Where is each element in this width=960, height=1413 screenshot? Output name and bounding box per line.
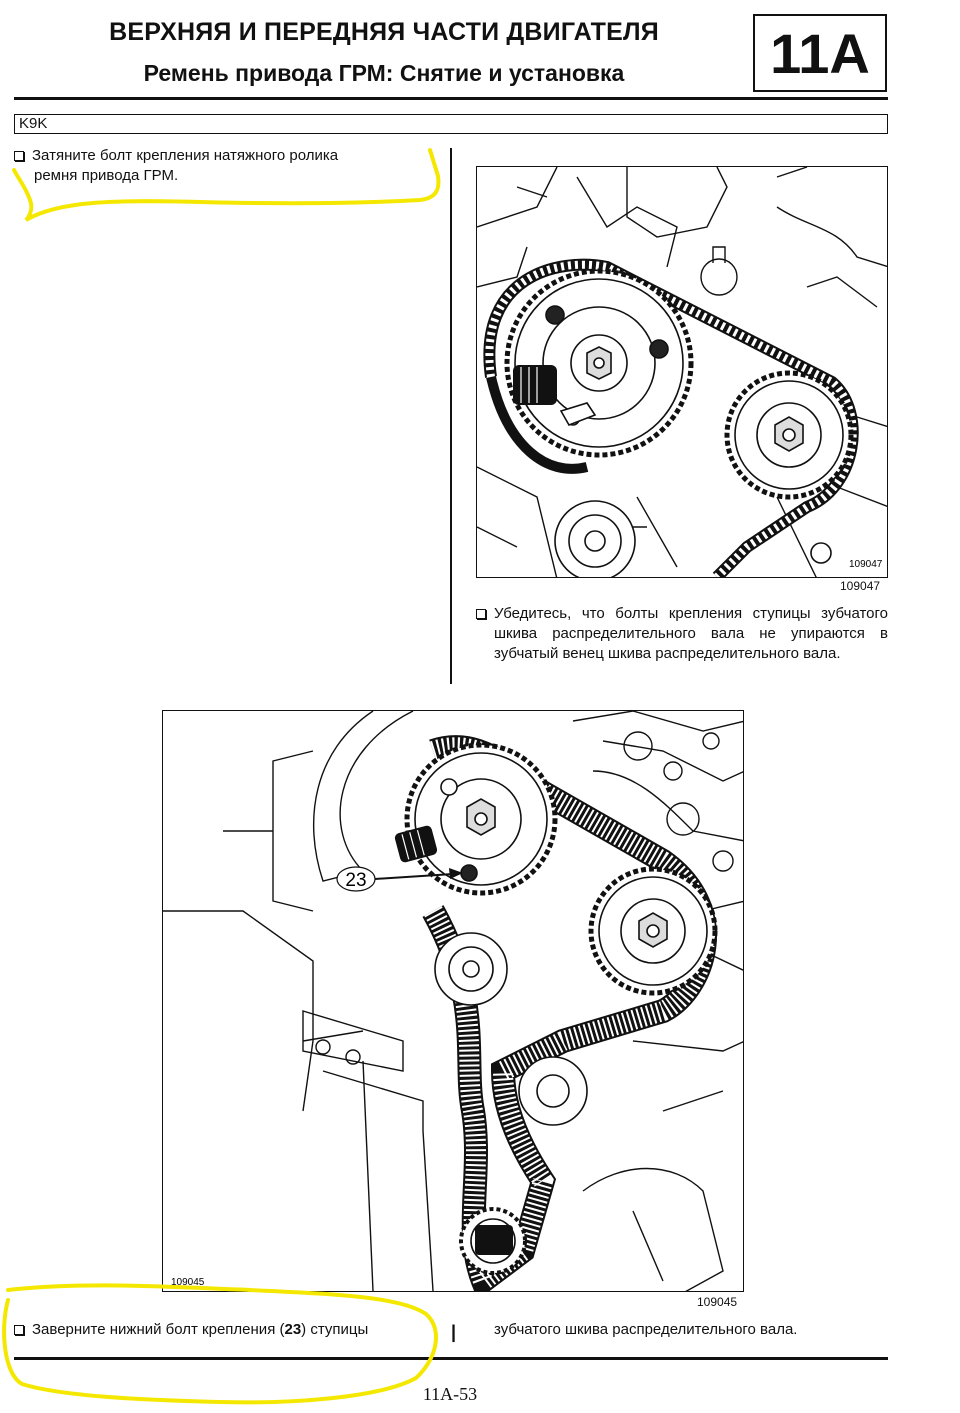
chapter-badge: 11A — [753, 14, 887, 92]
step-text: Заверните нижний болт крепления ( — [32, 1321, 285, 1338]
engine-drawing-bottom: 23 109045 — [163, 711, 743, 1291]
step-check-hub-bolts: Убедитесь, что болты крепления ступицы з… — [476, 604, 888, 664]
checkbox-bullet-icon — [14, 151, 24, 161]
figure-id-inner: 109045 — [171, 1277, 205, 1288]
reference-number: 23 — [284, 1321, 302, 1338]
figure-id-inner: 109047 — [849, 559, 883, 570]
callout-label: 23 — [345, 870, 366, 891]
figure-camshaft-pulley: 109047 — [476, 166, 888, 578]
step-text: Затяните болт крепления натяжного ролика — [32, 147, 339, 164]
figure-timing-belt-front: 23 109045 — [162, 710, 744, 1292]
header-rule — [14, 97, 888, 100]
column-separator: | — [451, 1322, 457, 1342]
figure-caption: 109047 — [840, 579, 881, 593]
engine-code-box: K9K — [14, 114, 888, 134]
step-text-end: ) ступицы — [301, 1321, 369, 1338]
checkbox-bullet-icon — [476, 609, 486, 619]
step-text-continued: ремня привода ГРМ. — [34, 167, 179, 184]
engine-code: K9K — [19, 115, 48, 132]
section-subtitle: Ремень привода ГРМ: Снятие и установка — [143, 60, 625, 86]
figure-caption: 109045 — [697, 1295, 738, 1309]
engine-drawing-top: 109047 — [477, 167, 887, 577]
step-tighten-tensioner-bolt: Затяните болт крепления натяжного ролика… — [14, 146, 432, 186]
column-divider — [450, 148, 452, 684]
page-number: 11A-53 — [422, 1384, 478, 1404]
step-screw-lower-bolt: Заверните нижний болт крепления (23) сту… — [14, 1320, 439, 1340]
section-title: ВЕРХНЯЯ И ПЕРЕДНЯЯ ЧАСТИ ДВИГАТЕЛЯ — [109, 18, 659, 46]
chapter-number: 11A — [770, 21, 870, 85]
step-text: Убедитесь, что болты крепления ступицы з… — [494, 605, 888, 662]
step-text-continuation: зубчатого шкива распределительного вала. — [494, 1321, 798, 1338]
footer-rule — [14, 1357, 888, 1360]
checkbox-bullet-icon — [14, 1325, 24, 1335]
